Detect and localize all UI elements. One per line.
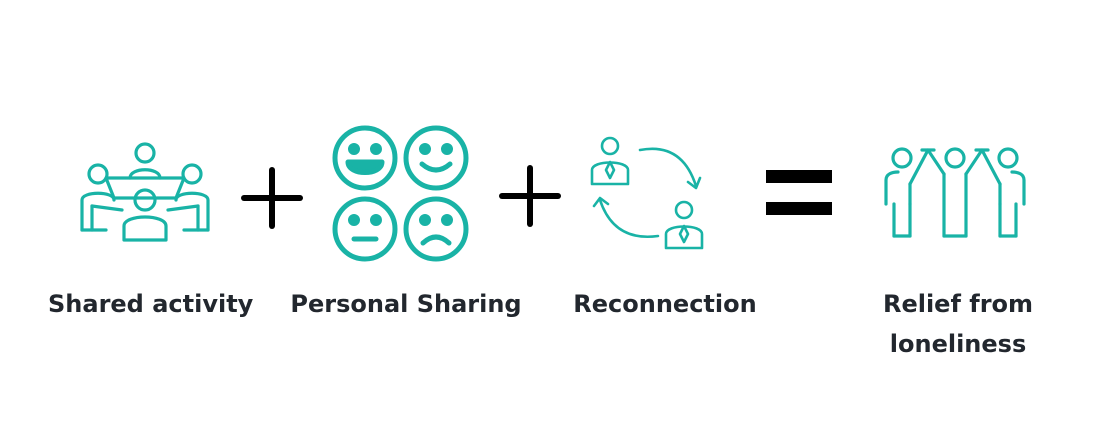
- step-label-shared-activity: Shared activity: [48, 284, 254, 324]
- equals-operator: [766, 170, 832, 220]
- step-label-reconnection: Reconnection: [570, 284, 760, 324]
- reconnection-cycle-icon: [588, 134, 710, 252]
- step-label-relief-from-loneliness: Relief from loneliness: [866, 284, 1050, 364]
- step-label-personal-sharing: Personal Sharing: [290, 284, 522, 324]
- plus-operator-2: [498, 164, 562, 232]
- step-label-text: Personal Sharing: [290, 290, 522, 318]
- step-label-text: Shared activity: [48, 290, 254, 318]
- step-label-text: Reconnection: [573, 290, 757, 318]
- plus-operator-1: [240, 166, 304, 234]
- step-label-line-2: loneliness: [889, 330, 1027, 358]
- meeting-table-icon: [78, 140, 212, 246]
- four-emotion-faces-icon: [330, 124, 472, 264]
- step-label-line-1: Relief from: [882, 290, 1034, 318]
- raised-hands-group-icon: [880, 144, 1030, 240]
